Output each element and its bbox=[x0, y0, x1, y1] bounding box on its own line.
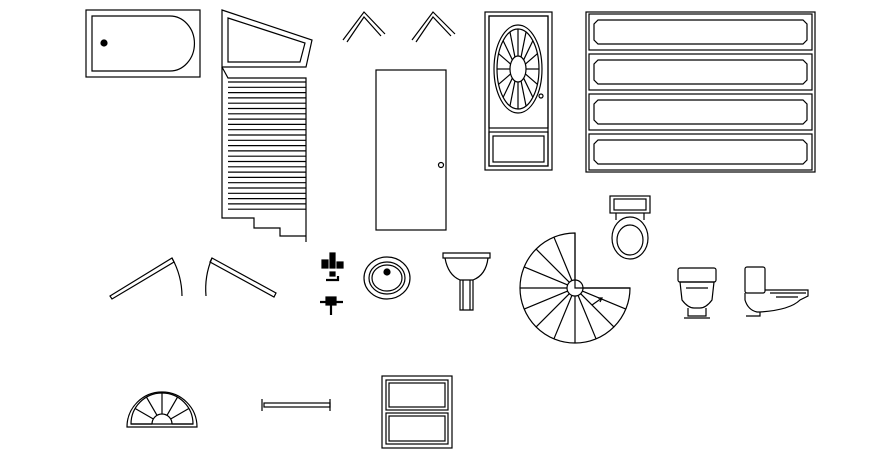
double-window bbox=[381, 375, 453, 449]
direction-arrow-icon bbox=[591, 297, 603, 306]
staircase bbox=[221, 9, 313, 242]
window-sash-right bbox=[411, 11, 456, 43]
window-sash-left bbox=[342, 11, 386, 43]
drawer-front bbox=[588, 133, 813, 171]
glass-muntin bbox=[524, 53, 538, 65]
glass-muntin bbox=[524, 73, 538, 85]
glass-muntin bbox=[520, 31, 527, 58]
glass-muntin bbox=[498, 73, 512, 85]
pedestal-sink bbox=[442, 252, 491, 311]
spiral-tread bbox=[535, 293, 570, 328]
glass-muntin bbox=[502, 40, 513, 61]
glass-muntin bbox=[498, 53, 512, 65]
spiral-tread bbox=[535, 248, 570, 283]
glass-muntin bbox=[509, 80, 516, 107]
fan-muntin bbox=[166, 396, 179, 416]
door-swing-left bbox=[109, 257, 183, 300]
glass-muntin bbox=[509, 31, 516, 58]
spiral-tread bbox=[553, 236, 573, 281]
spiral-tread bbox=[582, 290, 627, 310]
toilet-top-view bbox=[609, 195, 651, 260]
drawer-panel bbox=[593, 19, 808, 45]
handrail bbox=[261, 399, 331, 411]
fan-muntin bbox=[170, 407, 190, 420]
glass-muntin bbox=[502, 77, 513, 98]
spiral-tread bbox=[580, 293, 615, 328]
oval-sink bbox=[363, 256, 411, 300]
spiral-tread bbox=[523, 290, 568, 310]
spiral-staircase bbox=[519, 232, 631, 344]
door-swing-right bbox=[205, 257, 277, 298]
spiral-tread bbox=[577, 295, 597, 340]
glass-muntin bbox=[523, 40, 534, 61]
fan-window bbox=[126, 391, 198, 428]
drawer-front bbox=[588, 93, 813, 131]
drawer-panel bbox=[593, 59, 808, 85]
faucets bbox=[320, 252, 344, 315]
toilet-front-view bbox=[677, 267, 717, 319]
drawer-front bbox=[588, 53, 813, 91]
drawer-panel bbox=[593, 139, 808, 165]
door bbox=[375, 69, 447, 231]
spiral-tread bbox=[523, 266, 568, 286]
glass-muntin bbox=[523, 77, 534, 98]
drawer-front bbox=[588, 13, 813, 51]
fan-muntin bbox=[145, 396, 158, 416]
spiral-tread bbox=[553, 295, 573, 340]
glass-muntin bbox=[520, 80, 527, 107]
drawer-panel bbox=[593, 99, 808, 125]
door-oval-glass bbox=[484, 11, 553, 171]
drawer-panels bbox=[585, 11, 816, 173]
bathtub bbox=[85, 9, 201, 78]
fan-muntin bbox=[134, 407, 154, 420]
toilet-side-view bbox=[744, 266, 809, 317]
